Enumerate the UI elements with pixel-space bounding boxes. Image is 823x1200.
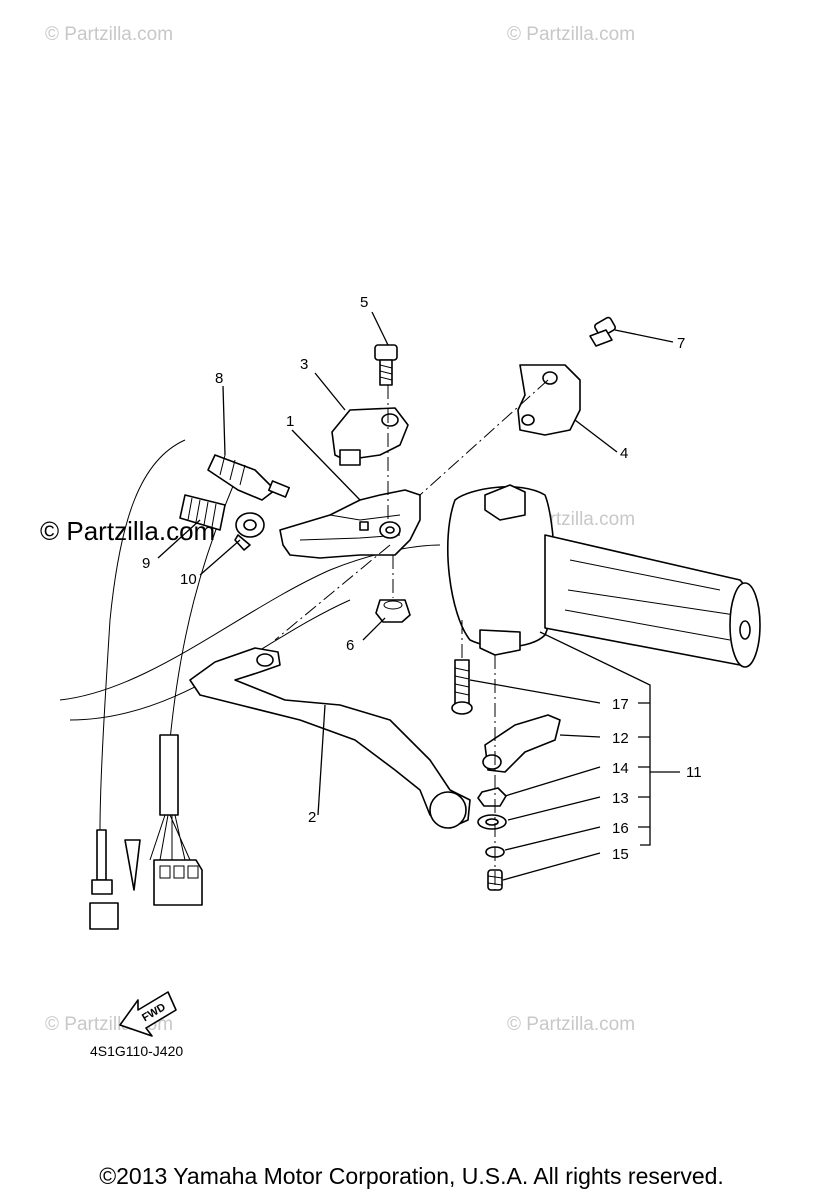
part-5-screw xyxy=(374,344,398,386)
leader-lines xyxy=(157,311,680,881)
diagram-code: 4S1G110-J420 xyxy=(90,1043,183,1059)
callout-7: 7 xyxy=(677,335,685,352)
part-6-nut xyxy=(375,599,411,623)
callout-15: 15 xyxy=(612,846,629,863)
part-8-switch-cable xyxy=(207,454,291,501)
fwd-arrow-icon: FWD xyxy=(119,991,177,1037)
part-12-switch-lever xyxy=(482,714,561,773)
callout-4: 4 xyxy=(620,445,628,462)
watermark-top-right: © Partzilla.com xyxy=(507,24,635,45)
callout-6: 6 xyxy=(346,637,354,654)
part-10-locknut xyxy=(234,512,265,551)
part-14-nut xyxy=(477,787,507,807)
part-17-screw xyxy=(451,659,473,715)
part-4-clamp xyxy=(517,364,581,436)
callout-11: 11 xyxy=(686,764,702,781)
wiring-harness xyxy=(59,439,441,930)
callout-5: 5 xyxy=(360,294,368,311)
part-1-lever-holder xyxy=(279,489,421,559)
callout-16: 16 xyxy=(612,820,629,837)
callout-1: 1 xyxy=(286,413,294,430)
callout-12: 12 xyxy=(612,730,629,747)
callout-3: 3 xyxy=(300,356,308,373)
assembly-lines xyxy=(274,379,549,890)
callout-9: 9 xyxy=(142,555,150,572)
part-7-bolt xyxy=(589,316,616,347)
callout-8: 8 xyxy=(215,370,223,387)
callout-13: 13 xyxy=(612,790,629,807)
part-3-clutch-switch xyxy=(331,407,409,466)
part-9-adjuster xyxy=(179,494,226,531)
watermark-top-left: © Partzilla.com xyxy=(45,24,173,45)
part-2-lever xyxy=(189,647,471,829)
part-11-switch-assembly xyxy=(447,484,761,668)
copyright-notice: ©2013 Yamaha Motor Corporation, U.S.A. A… xyxy=(99,1163,724,1189)
callout-2: 2 xyxy=(308,809,316,826)
watermark-bottom-right: © Partzilla.com xyxy=(507,1014,635,1035)
part-13-washer xyxy=(477,814,507,830)
callout-17: 17 xyxy=(612,696,629,713)
callout-14: 14 xyxy=(612,760,629,777)
callout-10: 10 xyxy=(180,571,197,588)
